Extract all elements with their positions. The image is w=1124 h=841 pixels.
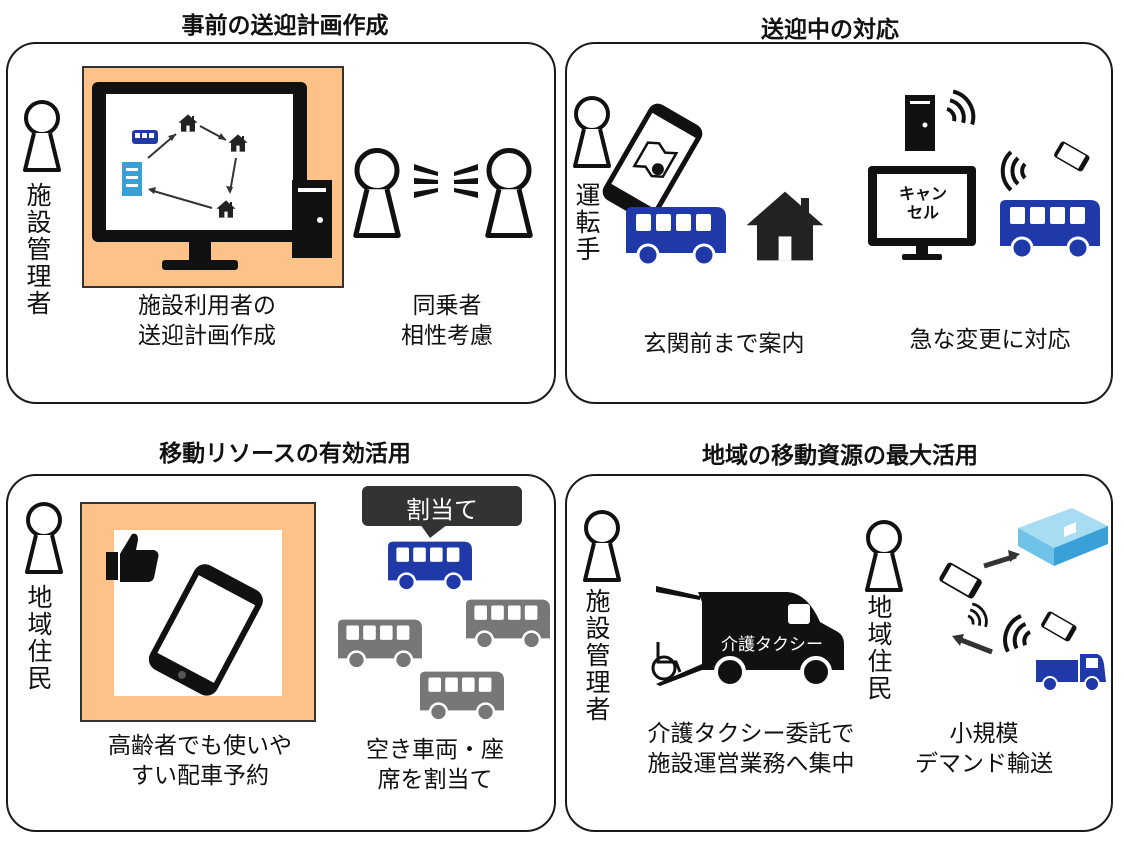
pc-tower-icon [292, 180, 332, 258]
title-advance-planning: 事前の送迎計画作成 [181, 13, 389, 39]
person-icon [865, 520, 903, 592]
caption-passenger-compatibility: 同乗者 相性考慮 [401, 293, 493, 349]
title-regional-resources: 地域の移動資源の最大活用 [702, 443, 978, 469]
phone-arrows-icon [938, 550, 1078, 659]
person-icon [352, 148, 402, 248]
caption-sudden-change: 急な変更に対応 [909, 327, 1071, 353]
person-icon [25, 502, 63, 574]
bus-gray-icon [336, 618, 424, 670]
caption-easy-booking: 高齢者でも使いや すい配車予約 [108, 733, 292, 789]
care-taxi-van-icon [651, 586, 844, 688]
actor-driver: 運転手 [572, 182, 601, 263]
caption-outsource-care-taxi: 介護タクシー委託で 施設運営業務へ集中 [647, 721, 855, 777]
person-icon [23, 100, 61, 172]
cancel-screen-text: キャン セル [898, 184, 947, 223]
care-taxi-van-label: 介護タクシー [721, 635, 823, 655]
person-icon [484, 148, 534, 248]
caption-small-demand-transport: 小規模 デマンド輸送 [915, 721, 1053, 777]
conversation-lines-icon [414, 164, 478, 198]
caption-guide-to-door: 玄関前まで案内 [643, 331, 805, 357]
person-icon [583, 510, 621, 582]
truck-icon [1036, 654, 1106, 692]
thumbs-up-icon [106, 533, 159, 582]
bus-gray-icon [464, 598, 552, 650]
assign-callout [362, 486, 522, 526]
title-mobility-resources: 移動リソースの有効活用 [159, 441, 411, 467]
monitor-route-map-icon [92, 82, 307, 270]
title-during-pickup: 送迎中の対応 [761, 17, 899, 43]
smartphone-map-icon [599, 100, 706, 226]
actor-facility-manager: 施設管理者 [582, 588, 611, 723]
person-icon [573, 96, 611, 168]
smartphone-icon [148, 564, 263, 696]
server-icon [905, 85, 982, 151]
callout-pointer [420, 524, 448, 538]
bus-gray-icon [418, 670, 506, 722]
bus-icon [624, 205, 728, 267]
house-icon [746, 191, 824, 261]
shop-building-icon [1018, 508, 1108, 566]
caption-route-planning: 施設利用者の 送迎計画作成 [138, 293, 276, 349]
bus-icon [386, 540, 474, 592]
cancel-monitor-icon [868, 166, 976, 260]
wireless-phone-icon [1000, 140, 1091, 192]
actor-local-resident: 地域住民 [864, 594, 893, 702]
assign-callout-label: 割当て [406, 496, 478, 524]
caption-assign-empty-seats: 空き車両・座 席を割当て [366, 737, 504, 793]
actor-facility-manager: 施設管理者 [23, 182, 52, 317]
bus-icon [998, 198, 1102, 260]
actor-local-resident: 地域住民 [24, 584, 53, 692]
